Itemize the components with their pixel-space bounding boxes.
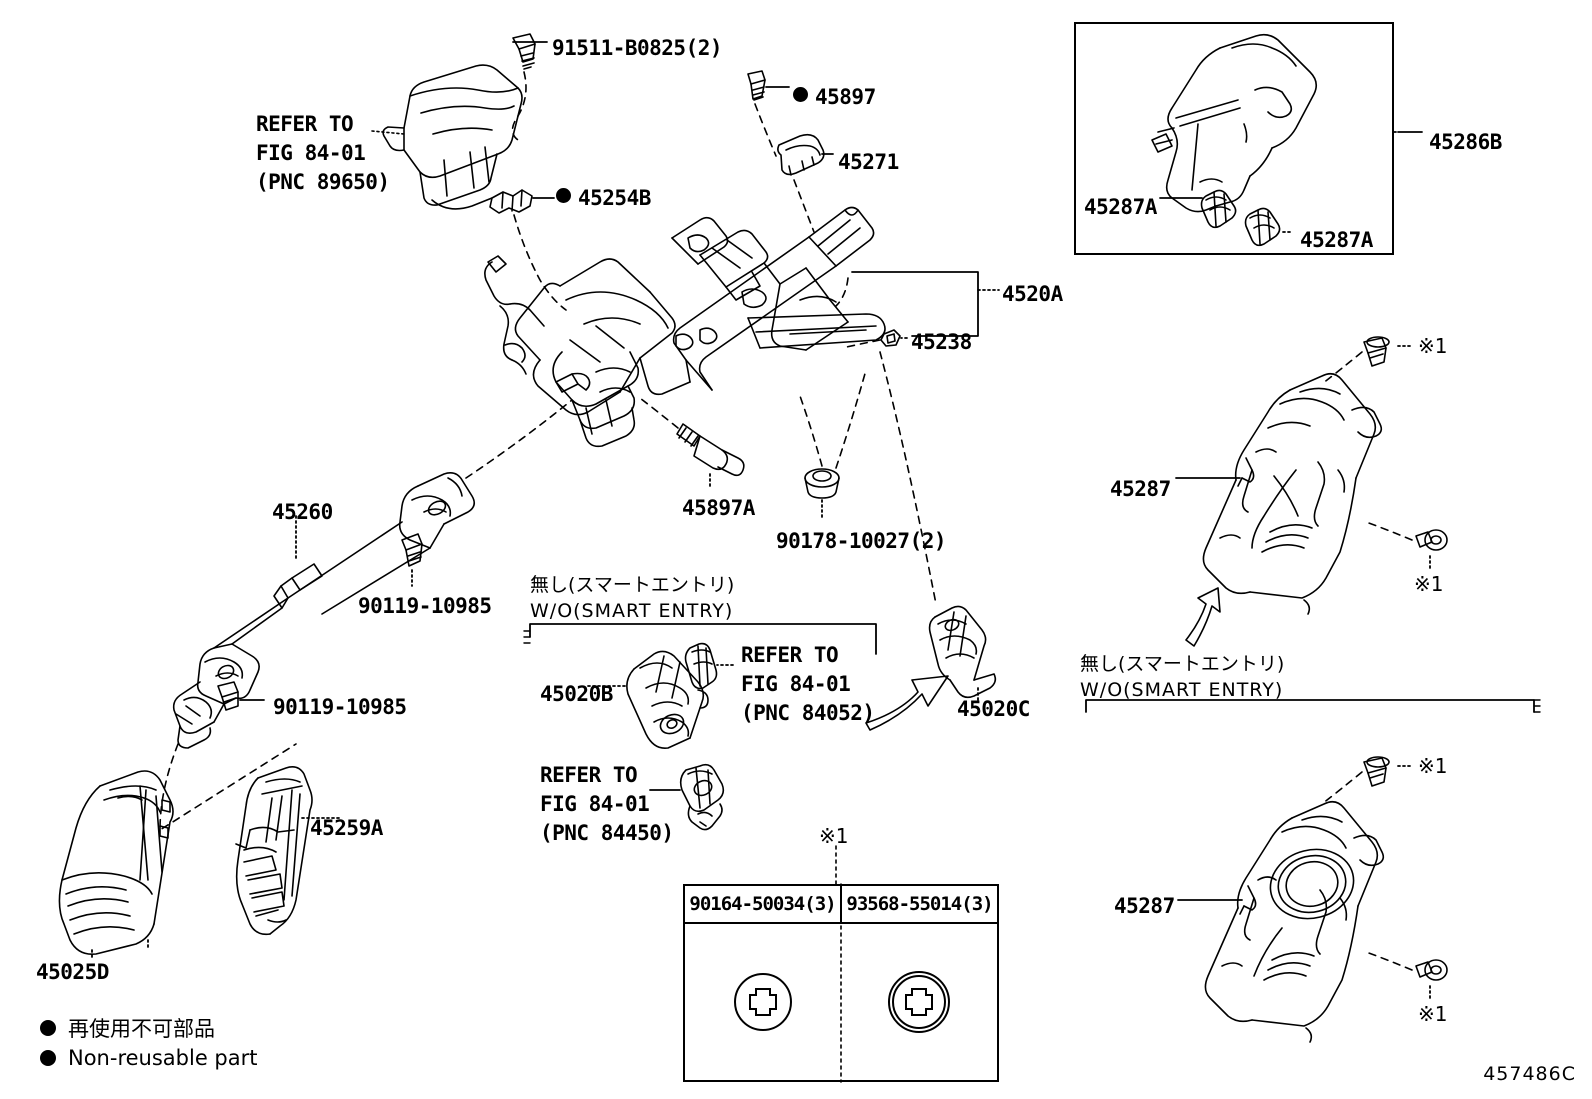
bolt-45897A [676,423,745,477]
callout-45897A: 45897A [682,496,755,520]
callout-45271: 45271 [838,150,899,174]
legend-bullet-jp-icon [40,1020,56,1036]
smart-entry-note-right: 無し(スマートエントリ) W/O(SMART ENTRY) [1080,651,1284,703]
callout-90119-10985-lower: 90119-10985 [273,695,407,719]
callout-refer-fig84-01-pnc84450: REFER TO FIG 84-01 (PNC 84450) [540,763,674,845]
part-45025D-cover [58,770,174,956]
star-mark-lower-right-2: ※1 [1418,1002,1448,1026]
bracket-4520A [851,271,1000,337]
bracket-45271 [777,133,825,176]
bolt-90119-upper [401,533,423,567]
callout-45020C: 45020C [957,697,1030,721]
callout-45287A-left: 45287A [1084,195,1157,219]
callout-4520A: 4520A [1002,282,1063,306]
star-mark-upper-right-2: ※1 [1414,572,1444,596]
transfer-arrow [865,675,949,731]
star-mark-upper-right-1: ※1 [1418,334,1448,358]
bolt-45897 [747,70,766,101]
clip-45254B [489,189,533,214]
inset-box-45286B [1074,22,1394,255]
upward-arrow-upper [1185,587,1221,647]
legend-row-jp: 再使用不可部品 [40,1013,215,1043]
callout-45020B: 45020B [540,682,613,706]
clip-84052 [684,642,718,690]
fastener-table: 90164-50034(3) 93568-55014(3) [683,884,999,1082]
fastener-table-col-0: 90164-50034(3) [689,893,836,915]
fastener-table-header: 90164-50034(3) 93568-55014(3) [685,886,997,924]
callout-45254B: 45254B [578,186,651,210]
callout-45259A: 45259A [310,816,383,840]
nut-45238 [880,329,901,347]
fastener-icon-cell-1 [841,924,997,1080]
callout-refer-fig84-01-pnc84052: REFER TO FIG 84-01 (PNC 84052) [741,643,875,725]
callout-45287-lower: 45287 [1114,894,1175,918]
smart-entry-note-right-en: W/O(SMART ENTRY) [1080,679,1284,702]
callout-45025D: 45025D [36,960,109,984]
smart-entry-note-center-en: W/O(SMART ENTRY) [530,600,734,623]
callout-91511-B0825: 91511-B0825(2) [552,36,723,60]
smart-entry-note-center-jp: 無し(スマートエントリ) [530,574,735,596]
fastener-table-col-1: 93568-55014(3) [840,886,997,922]
bolt-upper-right-2 [1415,529,1448,551]
bolt-lower-right-1 [1363,756,1390,787]
callout-45286B: 45286B [1429,130,1502,154]
non-reusable-bullet-45254B [556,188,571,203]
part-45287-upper-cover [1202,372,1383,615]
non-reusable-bullet-45897 [793,87,808,102]
fastener-icon-cell-0 [685,924,841,1080]
part-45020B-ignition [626,650,709,750]
part-45259A-cover [235,766,313,936]
part-45287-lower-cover [1204,800,1385,1043]
smart-entry-note-center: 無し(スマートエントリ) W/O(SMART ENTRY) [530,572,734,624]
bolt-90119-lower [217,681,239,711]
callout-45287-upper: 45287 [1110,477,1171,501]
callout-90178-10027: 90178-10027(2) [776,529,947,553]
phillips-screw-head-icon [734,973,792,1031]
figure-code: 457486C [1483,1063,1576,1085]
part-84450-key-cylinder [679,763,725,831]
star-mark-table: ※1 [819,824,849,848]
callout-45238: 45238 [911,330,972,354]
bolt-91511 [512,33,536,70]
callout-45897: 45897 [815,85,876,109]
phillips-screw-head-washer-icon [888,971,950,1033]
bolt-lower-right-2 [1415,959,1448,981]
bolt-upper-right-1 [1363,336,1390,367]
grommet-90178 [804,468,840,499]
part-45020C-ignition [928,605,997,699]
legend-text-en: Non-reusable part [68,1046,258,1070]
legend-row-en: Non-reusable part [40,1046,257,1070]
callout-45260: 45260 [272,500,333,524]
callout-90119-10985-upper: 90119-10985 [358,594,492,618]
star-mark-lower-right-1: ※1 [1418,754,1448,778]
smart-entry-note-right-jp: 無し(スマートエントリ) [1080,653,1285,675]
part-4520A-column-assembly [484,206,886,448]
legend-text-jp: 再使用不可部品 [68,1017,215,1041]
callout-45287A-right: 45287A [1300,228,1373,252]
callout-refer-fig84-01-pnc89650: REFER TO FIG 84-01 (PNC 89650) [256,112,390,194]
legend-bullet-en-icon [40,1050,56,1066]
part-89650-motor [382,64,523,210]
fastener-table-body [685,924,997,1080]
